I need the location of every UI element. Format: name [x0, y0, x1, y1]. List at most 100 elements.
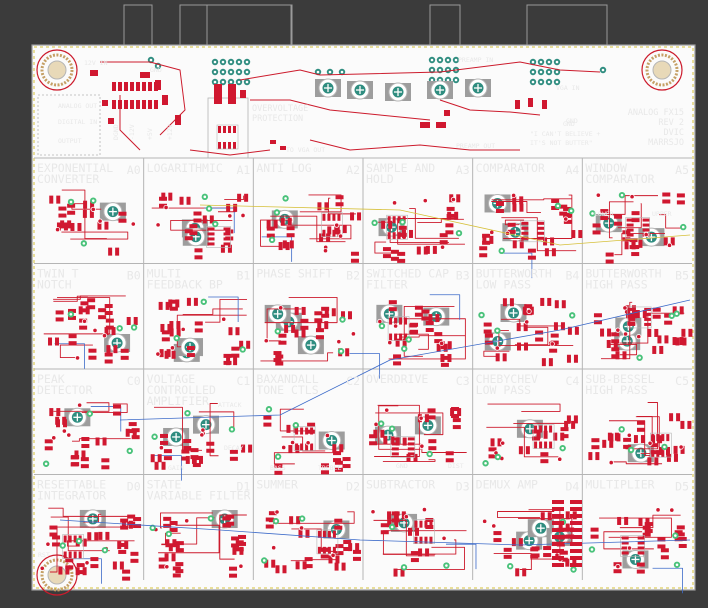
- smd-pad: [623, 438, 631, 442]
- smd-pad: [62, 417, 66, 425]
- smd-pad: [142, 100, 146, 109]
- tht-hole: [663, 446, 666, 449]
- ic-pad: [224, 227, 231, 230]
- via: [451, 197, 455, 201]
- ic-pad: [208, 242, 215, 245]
- header-hole: [447, 79, 450, 82]
- ic-pad: [393, 216, 396, 223]
- ic-pad: [414, 537, 417, 544]
- via: [385, 408, 389, 412]
- ic-pad: [223, 126, 226, 133]
- ic-pad: [305, 428, 308, 435]
- tht-hole: [373, 222, 376, 225]
- tht-hole: [208, 207, 211, 210]
- smd-pad: [409, 230, 413, 238]
- tht-hole: [241, 348, 244, 351]
- module-title-d1-line-2: VARIABLE FILTER: [147, 489, 251, 503]
- tht-hole: [210, 517, 213, 520]
- module-code-d5: D5: [675, 480, 689, 494]
- smd-pad: [228, 327, 232, 335]
- smd-pad: [524, 343, 528, 351]
- power-in-label: 12V IN: [84, 59, 108, 67]
- smd-pad: [616, 433, 620, 441]
- smd-pad: [112, 100, 116, 109]
- smd-pad: [115, 248, 119, 256]
- smd-pad: [549, 358, 553, 366]
- smd-pad: [127, 317, 131, 325]
- gain-label: GAIN: [168, 464, 184, 472]
- smd-pad: [570, 528, 582, 532]
- smd-pad: [526, 446, 530, 454]
- smd-pad: [194, 255, 202, 259]
- smd-pad: [163, 517, 171, 521]
- header-hole: [540, 61, 543, 64]
- via: [648, 441, 652, 445]
- ic-pad: [537, 222, 544, 225]
- smd-pad: [181, 457, 189, 461]
- gnd-label-c3: GND: [396, 462, 408, 470]
- smd-pad: [611, 354, 619, 358]
- smd-pad: [653, 315, 661, 319]
- ic-pad: [424, 521, 427, 528]
- via: [40, 566, 44, 570]
- smd-pad: [614, 215, 622, 219]
- smd-pad: [87, 532, 91, 540]
- smd-pad: [101, 458, 109, 462]
- to-vga-out-label: TO VGA OUT: [286, 146, 325, 154]
- smd-pad: [81, 437, 89, 441]
- ic-pad: [628, 323, 635, 326]
- ic-pad: [414, 521, 417, 528]
- ic-pad: [64, 536, 67, 543]
- via: [170, 346, 174, 350]
- smd-pad: [286, 425, 290, 433]
- via: [419, 416, 423, 420]
- smd-pad: [77, 223, 81, 231]
- smd-pad: [113, 562, 117, 570]
- module-code-c2: C2: [346, 374, 360, 388]
- ic-pad: [392, 442, 399, 445]
- tht-hole: [571, 314, 574, 317]
- ic-pad: [638, 536, 645, 539]
- smd-pad: [348, 311, 352, 319]
- smd-pad: [113, 405, 121, 409]
- smd-pad: [81, 464, 89, 468]
- smd-pad: [86, 306, 90, 314]
- smd-pad: [176, 321, 180, 329]
- via: [440, 245, 444, 249]
- smd-pad: [508, 223, 516, 227]
- smd-pad: [417, 247, 421, 255]
- smd-pad: [681, 329, 685, 337]
- via: [644, 232, 648, 236]
- smd-pad: [641, 435, 645, 443]
- smd-pad: [594, 313, 602, 317]
- ic-pad: [638, 546, 645, 549]
- smd-pad: [155, 462, 159, 470]
- smd-pad: [415, 528, 419, 536]
- smd-pad: [282, 565, 286, 573]
- tht-hole: [301, 517, 304, 520]
- smd-pad: [173, 566, 181, 570]
- smd-pad: [622, 351, 626, 359]
- ic-pad: [392, 437, 399, 440]
- smd-pad: [124, 82, 128, 91]
- smd-pad: [411, 551, 419, 555]
- smd-pad: [324, 321, 328, 329]
- smd-pad: [528, 249, 536, 253]
- smd-pad: [300, 326, 308, 330]
- smd-pad: [343, 225, 347, 233]
- module-title-d2-line-1: SUMMER: [256, 478, 298, 492]
- smd-pad: [142, 82, 146, 91]
- smd-pad: [411, 558, 419, 562]
- smd-pad: [121, 356, 129, 360]
- header-hole: [439, 59, 442, 62]
- smd-pad: [444, 110, 450, 116]
- smd-pad: [94, 532, 98, 540]
- tht-hole: [45, 462, 48, 465]
- via: [131, 222, 135, 226]
- smd-pad: [496, 353, 500, 361]
- module-title-a5-line-2: COMPARATOR: [585, 172, 654, 186]
- smd-pad: [574, 355, 578, 363]
- smd-pad: [489, 236, 493, 244]
- ic-pad: [399, 318, 402, 325]
